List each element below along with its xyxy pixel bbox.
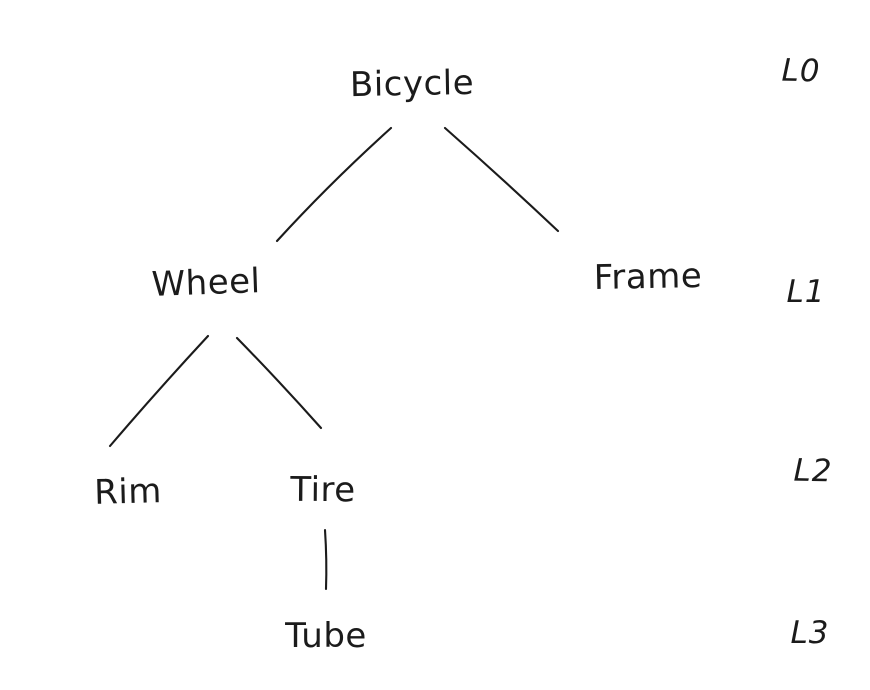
edge-bicycle-frame	[443, 126, 560, 233]
edge-tire-tube	[323, 528, 328, 591]
edge-wheel-rim	[108, 334, 210, 448]
node-frame: Frame	[593, 256, 703, 298]
level-label-l3: L3	[790, 615, 830, 651]
node-wheel: Wheel	[150, 261, 262, 305]
level-label-l1: L1	[786, 274, 826, 310]
level-label-l2: L2	[793, 452, 833, 490]
level-label-l0: L0	[781, 52, 821, 90]
node-tube: Tube	[285, 616, 367, 656]
node-rim: Rim	[93, 471, 163, 513]
edge-wheel-tire	[235, 336, 323, 430]
node-bicycle: Bicycle	[349, 62, 475, 106]
edge-bicycle-wheel	[275, 126, 393, 243]
node-tire: Tire	[290, 469, 356, 511]
